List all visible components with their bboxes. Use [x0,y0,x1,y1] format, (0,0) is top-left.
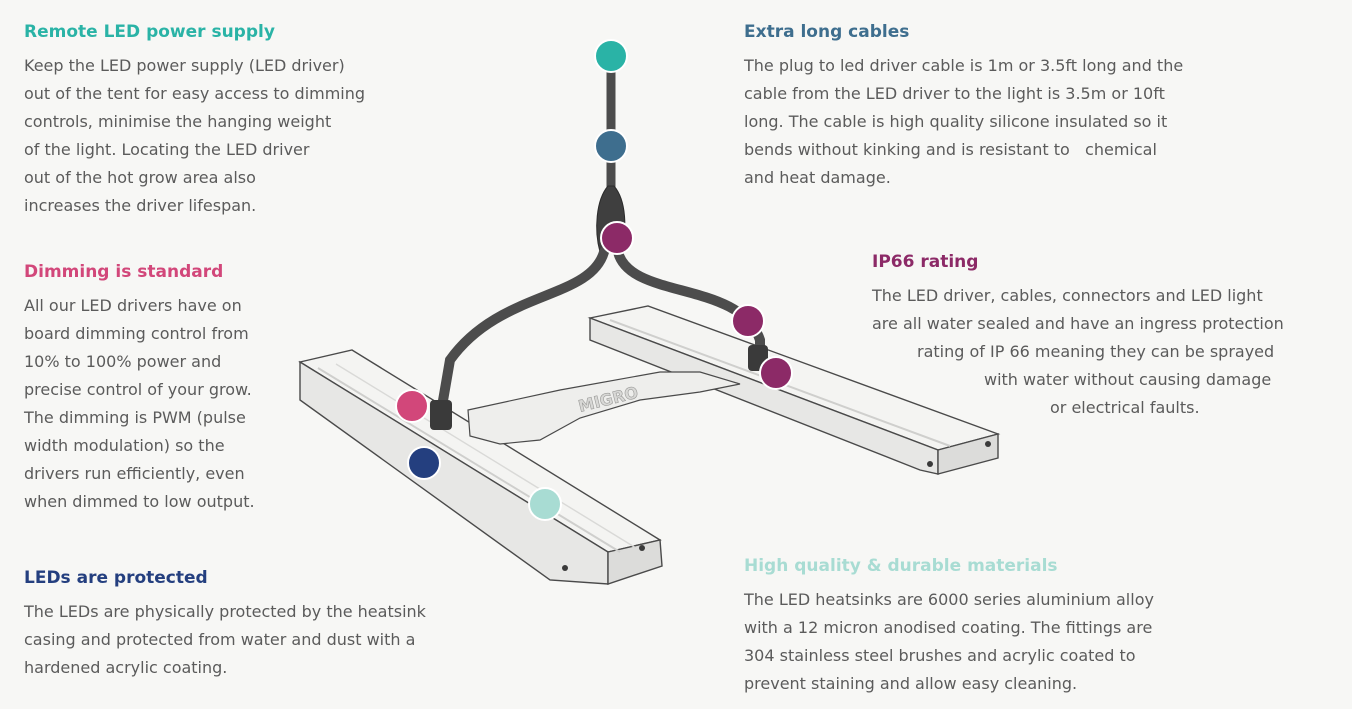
body-line: precise control of your grow. [24,380,252,399]
remote-power-supply-section: Remote LED power supply Keep the LED pow… [24,22,365,220]
body-line: All our LED drivers have on [24,296,242,315]
marker-ip66-connector [759,356,793,390]
marker-ip66-cable [731,304,765,338]
body-line: are all water sealed and have an ingress… [872,314,1284,333]
section-title: High quality & durable materials [744,556,1058,576]
marker-leds-protected [407,446,441,480]
extra-long-cables-section: Extra long cables The plug to led driver… [744,22,1183,192]
materials-section: High quality & durable materials The LED… [744,556,1154,698]
marker-remote-supply [594,39,628,73]
centre-bracket: MIGRO [467,371,741,445]
body-line: increases the driver lifespan. [24,196,257,215]
body-line: Keep the LED power supply (LED driver) [24,56,345,75]
marker-dimming [395,389,429,423]
body-line: or electrical faults. [1050,398,1200,417]
section-body: The plug to led driver cable is 1m or 3.… [744,52,1183,192]
body-line: The LED driver, cables, connectors and L… [872,286,1263,305]
section-title: LEDs are protected [24,568,208,588]
body-line: controls, minimise the hanging weight [24,112,332,131]
dimming-section: Dimming is standard All our LED drivers … [24,262,255,516]
body-line: drivers run efficiently, even [24,464,245,483]
right-light-bar [587,305,1001,475]
section-title: IP66 rating [872,252,979,272]
section-title: Dimming is standard [24,262,224,282]
marker-materials [528,487,562,521]
section-title: Remote LED power supply [24,22,275,42]
section-body: The LEDs are physically protected by the… [24,598,426,682]
body-line: when dimmed to low output. [24,492,255,511]
body-line: 304 stainless steel brushes and acrylic … [744,646,1136,665]
body-line: and heat damage. [744,168,891,187]
body-line: The LEDs are physically protected by the… [24,602,426,621]
body-line: hardened acrylic coating. [24,658,228,677]
body-line: long. The cable is high quality silicone… [744,112,1168,131]
body-line: out of the hot grow area also [24,168,256,187]
body-line: rating of IP 66 meaning they can be spra… [917,342,1275,361]
body-line: cable from the LED driver to the light i… [744,84,1165,103]
section-body: Keep the LED power supply (LED driver) o… [24,52,365,220]
section-body: The LED heatsinks are 6000 series alumin… [744,586,1154,698]
marker-extra-long-cables [594,129,628,163]
body-line: The dimming is PWM (pulse [24,408,246,427]
leds-protected-section: LEDs are protected The LEDs are physical… [24,568,426,682]
body-line: out of the tent for easy access to dimmi… [24,84,366,103]
section-title: Extra long cables [744,22,910,42]
marker-ip66-driver [600,221,634,255]
body-line: with a 12 micron anodised coating. The f… [744,618,1153,637]
body-line: bends without kinking and is resistant t… [744,140,1157,159]
body-line: 10% to 100% power and [24,352,222,371]
feature-markers [395,39,793,521]
section-body: All our LED drivers have on board dimmin… [24,292,255,516]
body-line: with water without causing damage [984,370,1272,389]
body-line: The plug to led driver cable is 1m or 3.… [744,56,1184,75]
section-body: The LED driver, cables, connectors and L… [872,282,1284,422]
body-line: prevent staining and allow easy cleaning… [744,674,1078,693]
body-line: of the light. Locating the LED driver [24,140,310,159]
body-line: width modulation) so the [24,436,225,455]
body-line: casing and protected from water and dust… [24,630,416,649]
body-line: The LED heatsinks are 6000 series alumin… [744,590,1154,609]
body-line: board dimming control from [24,324,249,343]
ip66-rating-section: IP66 rating The LED driver, cables, conn… [872,252,1284,422]
left-light-bar [298,349,663,585]
